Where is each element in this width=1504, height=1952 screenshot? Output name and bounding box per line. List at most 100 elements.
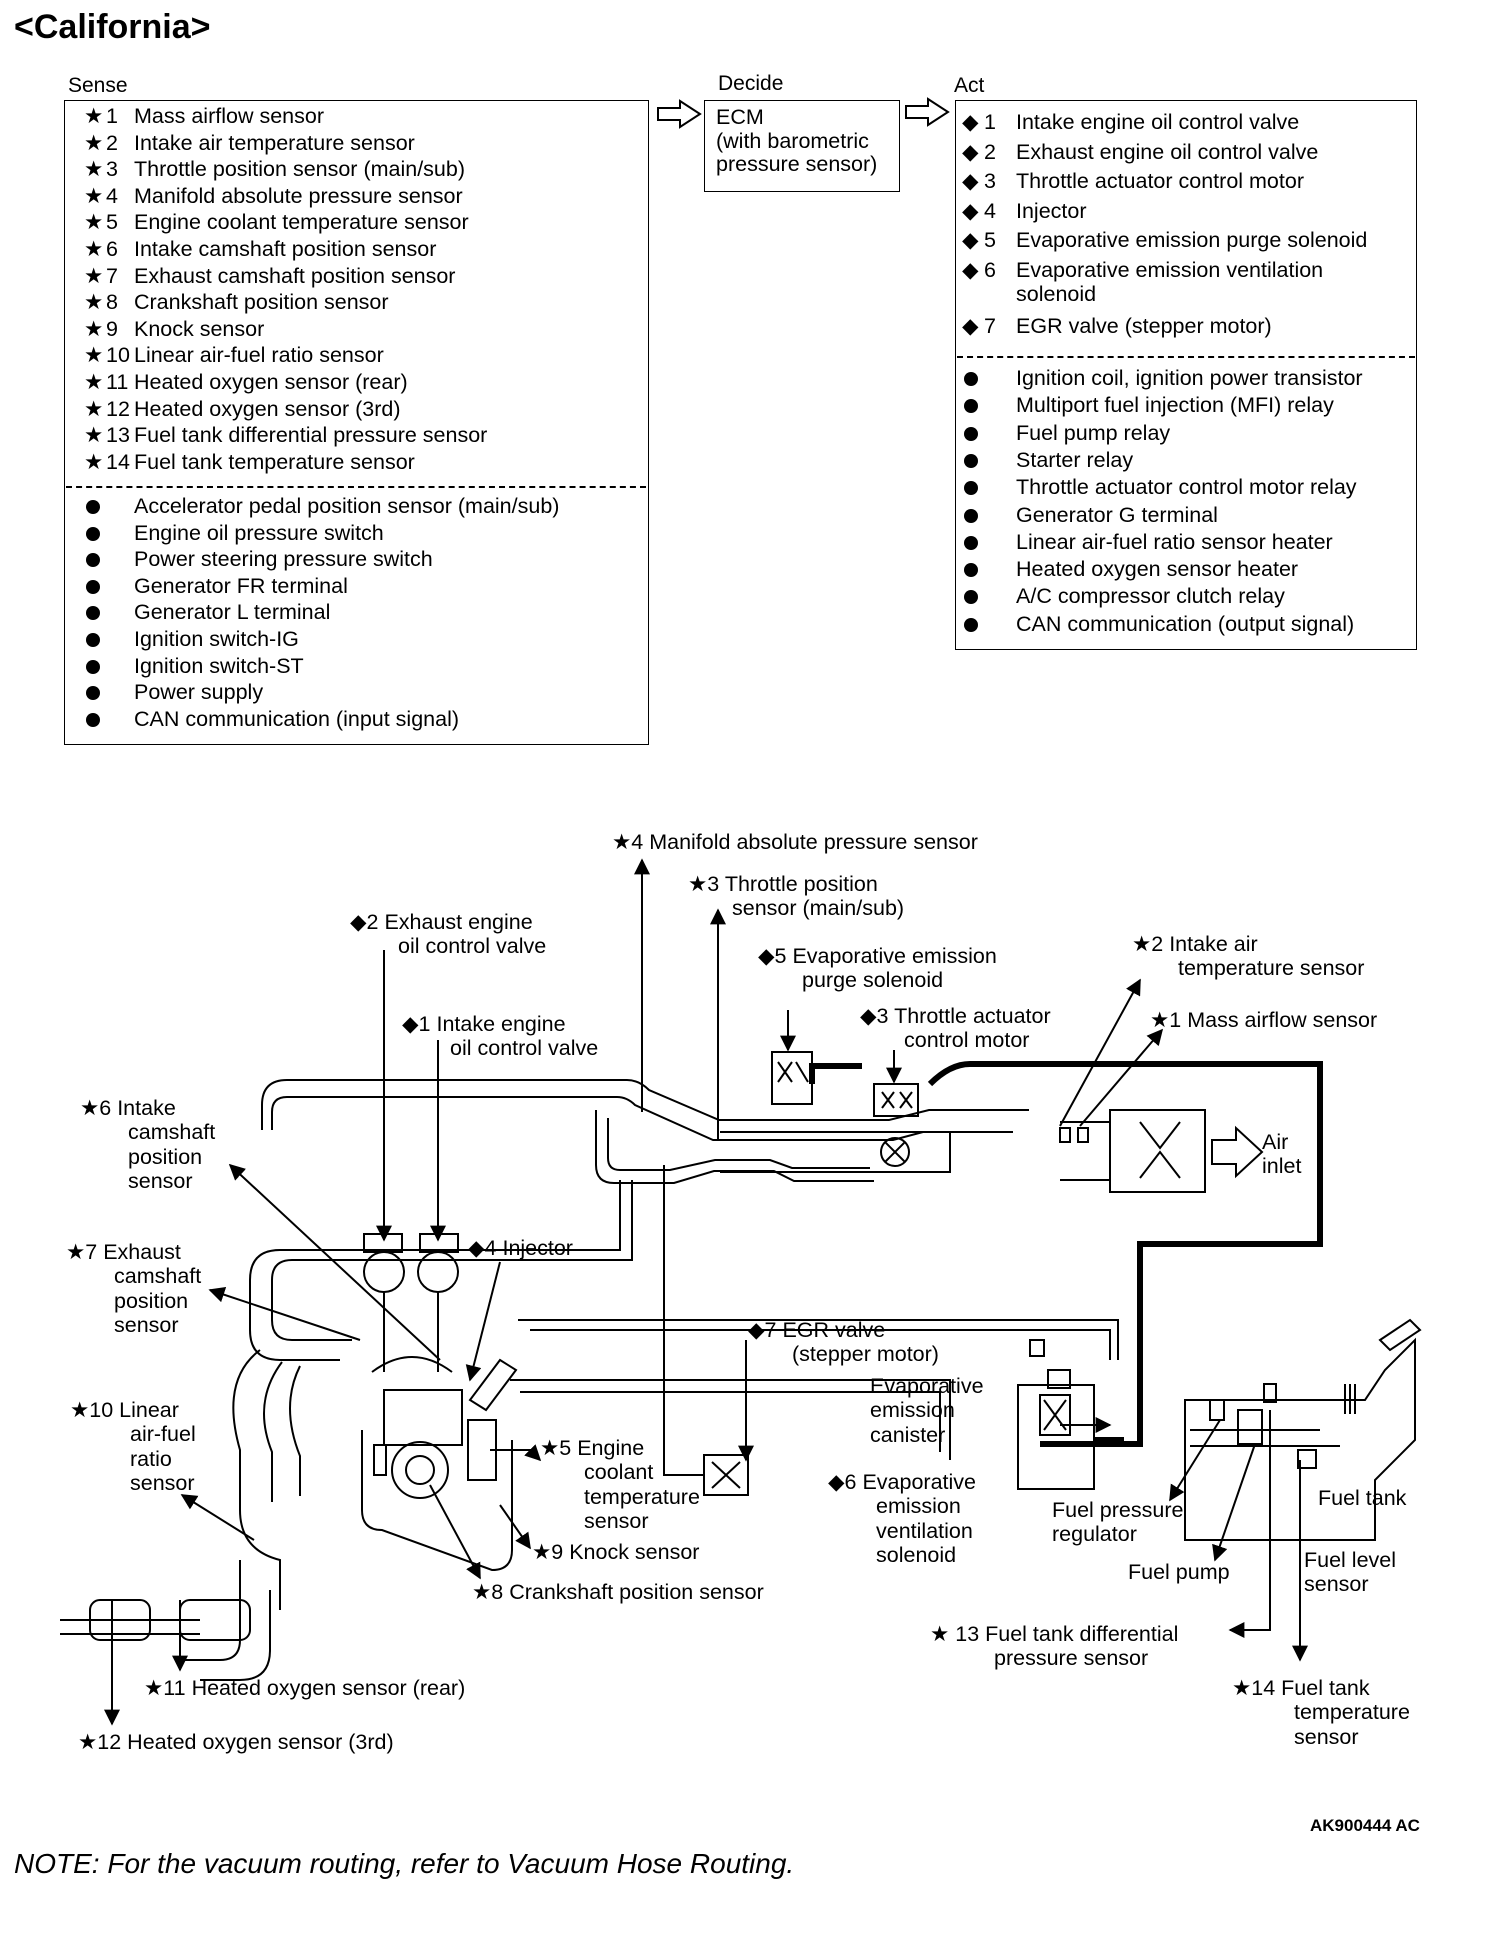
sense-to-decide-arrow (657, 99, 702, 129)
item-number: 10 (106, 343, 130, 368)
star-icon: ★ (84, 396, 104, 421)
act-divider (957, 356, 1415, 358)
star-icon: ★ (84, 104, 104, 128)
exhaust-pipe (60, 1619, 200, 1635)
piston (383, 1389, 463, 1446)
item-label: Knock sensor (134, 316, 265, 341)
act-output-item: Fuel pump relay (1016, 420, 1171, 445)
item-label: Linear air-fuel ratio sensor (134, 343, 384, 368)
page-title: <California> (14, 8, 211, 46)
label-maf-sensor: ★1 Mass airflow sensor (1150, 1008, 1378, 1032)
act-box (955, 100, 1417, 650)
evap-canister (1017, 1384, 1095, 1490)
intake-cam (417, 1251, 459, 1293)
fuel-pump-leader (1212, 1443, 1256, 1562)
item-number: 7 (106, 263, 118, 288)
act-output-item: A/C compressor clutch relay (1016, 584, 1285, 609)
bullet-icon (86, 579, 100, 594)
sense-signal-item: CAN communication (input signal) (134, 706, 460, 731)
fuel-tank (1184, 1337, 1416, 1541)
laf-leader (180, 1494, 255, 1541)
item-number: 5 (106, 210, 118, 235)
item-label: Mass airflow sensor (134, 104, 324, 128)
sense-box (64, 100, 649, 745)
star-icon: ★ (84, 130, 104, 155)
exhaust-manifold (232, 1349, 281, 1610)
item-number: 1 (106, 104, 118, 128)
item-label-cont: solenoid (1016, 282, 1097, 306)
intake-manifold-upper (261, 1079, 1029, 1130)
bullet-icon (964, 453, 978, 468)
star-icon: ★ (84, 316, 104, 341)
act-output-item: Ignition coil, ignition power transistor (1016, 366, 1363, 390)
item-label: Exhaust camshaft position sensor (134, 263, 456, 288)
item-number: 11 (106, 370, 129, 394)
decide-to-act-arrow (905, 97, 950, 127)
flow-arrows (657, 97, 950, 129)
sense-signal-item: Ignition switch-IG (134, 627, 299, 651)
diamond-icon: ◆ (962, 169, 979, 193)
iat-leader (1059, 978, 1141, 1127)
sense-signal-item: Engine oil pressure switch (134, 520, 384, 545)
star-icon: ★ (84, 423, 104, 448)
label-map-sensor: ★4 Manifold absolute pressure sensor (612, 830, 978, 854)
ftdp-leader (1228, 1410, 1271, 1638)
bullet-icon (964, 563, 978, 578)
item-label: Intake engine oil control valve (1016, 110, 1300, 134)
star-icon: ★ (84, 449, 104, 474)
throttle-actuator-motor (873, 1083, 919, 1117)
item-label: Throttle position sensor (main/sub) (134, 157, 466, 182)
sense-divider (66, 486, 646, 488)
item-number: 1 (984, 110, 996, 134)
item-label: Manifold absolute pressure sensor (134, 183, 463, 208)
bullet-icon (964, 481, 978, 496)
bullet-icon (86, 526, 100, 541)
injector-leader (465, 1261, 501, 1382)
int-cam-leader (228, 1163, 441, 1361)
act-header: Act (954, 74, 985, 97)
fpr-leader (1169, 1419, 1221, 1502)
label-ho2-3rd: ★12 Heated oxygen sensor (3rd) (78, 1730, 394, 1754)
label-fuel-tank: Fuel tank (1318, 1486, 1407, 1510)
sense-signal-item: Generator FR terminal (134, 573, 348, 598)
item-number: 4 (106, 183, 118, 208)
item-label: Evaporative emission ventilation (1016, 258, 1324, 282)
item-label: Intake camshaft position sensor (134, 237, 437, 261)
figure-code: AK900444 AC (1310, 1816, 1420, 1835)
item-label: Crankshaft position sensor (134, 290, 389, 315)
fuel-filler (1378, 1318, 1422, 1352)
item-number: 8 (106, 290, 118, 315)
engine-block (361, 1430, 513, 1572)
catalytic-converter-front (89, 1599, 151, 1641)
crankshaft (391, 1441, 449, 1499)
item-number: 7 (984, 314, 996, 338)
label-knock-sensor: ★9 Knock sensor (532, 1540, 700, 1564)
injector-body (468, 1358, 518, 1412)
item-label: Exhaust engine oil control valve (1016, 140, 1319, 164)
air-cleaner (1109, 1109, 1206, 1193)
bullet-icon (964, 508, 978, 523)
act-output-item: Generator G terminal (1016, 502, 1218, 527)
item-number: 3 (984, 169, 996, 193)
diamond-icon: ◆ (962, 110, 979, 134)
sense-signal-item: Power steering pressure switch (134, 547, 433, 572)
maf-leader (1079, 1028, 1164, 1127)
act-output-item: Throttle actuator control motor relay (1016, 475, 1357, 500)
item-number: 2 (984, 140, 996, 164)
bullet-icon (964, 372, 978, 386)
ect-leader (490, 1444, 542, 1462)
intake-runner-left (249, 1180, 621, 1361)
fuel-pump-body (1237, 1409, 1263, 1445)
